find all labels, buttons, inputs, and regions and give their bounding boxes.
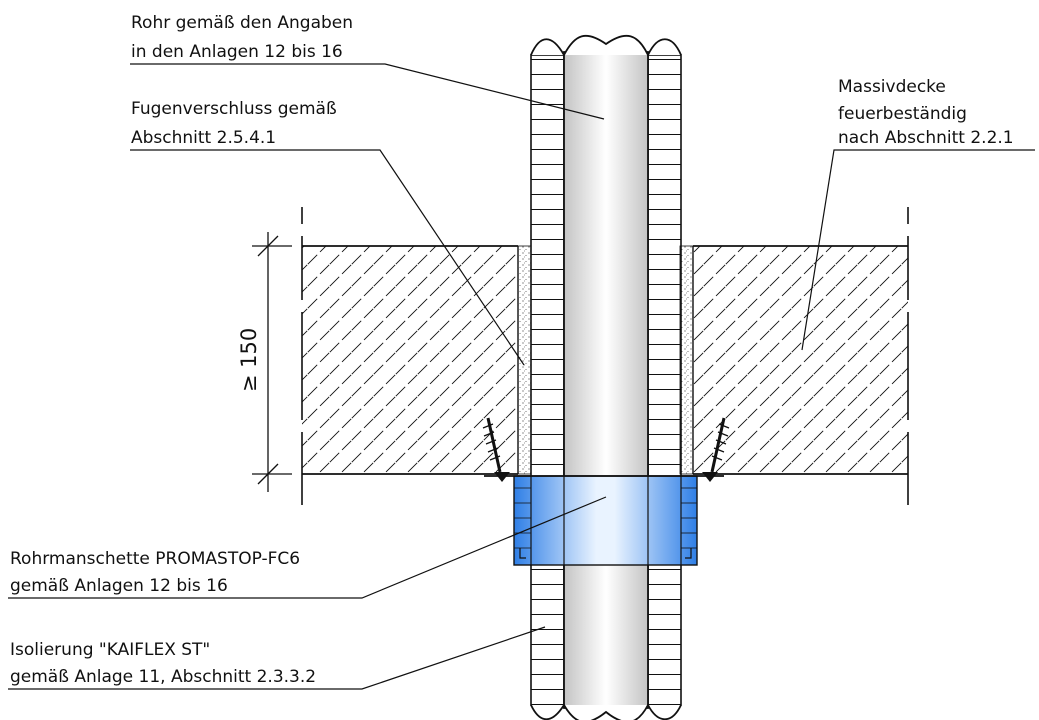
pipe-break-top xyxy=(530,34,682,58)
label-joint-line1: Fugenverschluss gemäß xyxy=(131,99,337,119)
label-slab: Massivdecke feuerbeständig nach Abschnit… xyxy=(838,77,1014,148)
pipe-collar xyxy=(484,475,724,566)
label-joint-line2: Abschnitt 2.5.4.1 xyxy=(131,128,276,148)
leader-joint xyxy=(130,149,525,366)
screw-left xyxy=(482,417,510,482)
label-pipe-line2: in den Anlagen 12 bis 16 xyxy=(131,42,343,62)
slab-left xyxy=(302,246,518,474)
leader-pipe xyxy=(130,63,605,120)
leader-collar xyxy=(8,496,607,599)
leader-slab xyxy=(801,149,1035,351)
label-insulation-line1: Isolierung "KAIFLEX ST" xyxy=(10,640,210,660)
slab xyxy=(301,207,909,505)
label-collar-line2: gemäß Anlagen 12 bis 16 xyxy=(10,576,228,596)
slab-right xyxy=(693,246,908,474)
label-collar-line1: Rohrmanschette PROMASTOP-FC6 xyxy=(10,549,300,569)
dimension-slab-thickness: ≥ 150 xyxy=(237,232,292,492)
dimension-label: ≥ 150 xyxy=(237,328,261,392)
leader-lines xyxy=(8,63,1035,690)
label-slab-line3: nach Abschnitt 2.2.1 xyxy=(838,128,1014,148)
insulation-left xyxy=(530,54,565,706)
label-insulation: Isolierung "KAIFLEX ST" gemäß Anlage 11,… xyxy=(10,640,316,687)
label-joint: Fugenverschluss gemäß Abschnitt 2.5.4.1 xyxy=(131,99,337,148)
label-collar: Rohrmanschette PROMASTOP-FC6 gemäß Anlag… xyxy=(10,549,300,596)
leader-insulation xyxy=(8,626,546,690)
label-insulation-line2: gemäß Anlage 11, Abschnitt 2.3.3.2 xyxy=(10,667,316,687)
screw-right xyxy=(702,417,730,482)
pipe xyxy=(563,51,649,709)
label-slab-line2: feuerbeständig xyxy=(838,104,967,124)
pipe-break-bottom xyxy=(530,703,682,720)
label-pipe-line1: Rohr gemäß den Angaben xyxy=(131,13,353,33)
label-slab-line1: Massivdecke xyxy=(838,77,946,97)
label-pipe: Rohr gemäß den Angaben in den Anlagen 12… xyxy=(131,13,353,62)
insulation-right xyxy=(647,54,682,706)
joint-seal xyxy=(517,245,694,475)
